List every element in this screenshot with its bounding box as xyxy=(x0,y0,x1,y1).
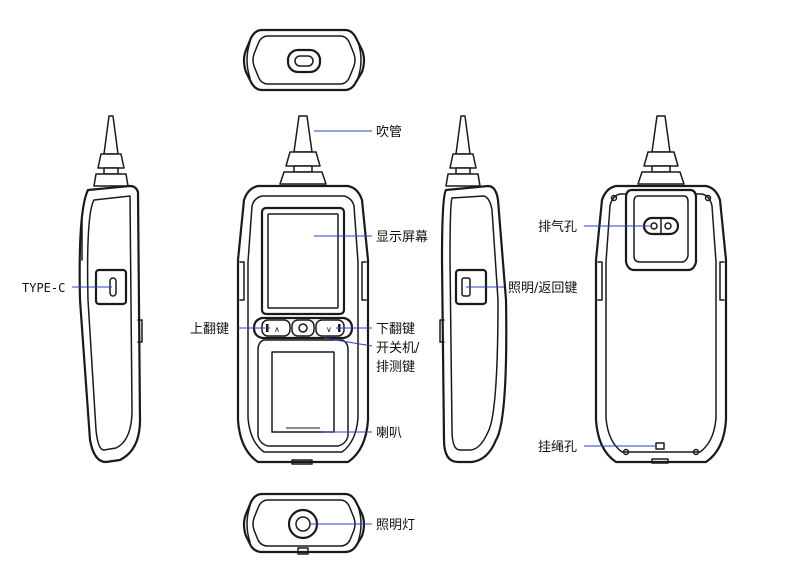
down-key-glyph: ∨ xyxy=(326,325,332,334)
leader-lines xyxy=(72,130,656,525)
label-page-down-key: 下翻键 xyxy=(376,322,415,337)
right-side-view xyxy=(439,115,508,464)
front-view: ∧ ∨ xyxy=(236,115,370,465)
label-light-back-key: 照明/返回键 xyxy=(508,281,577,296)
label-type-c: TYPE-C xyxy=(22,281,65,295)
label-power-key-line2: 排测键 xyxy=(376,360,415,375)
left-side-view xyxy=(78,115,143,464)
top-view xyxy=(242,28,366,92)
label-speaker: 喇叭 xyxy=(376,426,402,441)
label-blow-tube: 吹管 xyxy=(376,125,402,140)
label-light: 照明灯 xyxy=(376,518,415,533)
back-view xyxy=(594,115,728,464)
callout-labels: 吹管 显示屏幕 上翻键 下翻键 开关机/ 排测键 喇叭 TYPE-C 照明/返回… xyxy=(22,125,577,533)
label-exhaust-hole: 排气孔 xyxy=(538,219,577,235)
label-page-up-key: 上翻键 xyxy=(190,322,229,337)
label-display: 显示屏幕 xyxy=(376,230,428,245)
label-lanyard-hole: 挂绳孔 xyxy=(538,440,577,455)
bottom-view xyxy=(242,492,366,555)
up-key-glyph: ∧ xyxy=(274,325,280,334)
label-power-key-line1: 开关机/ xyxy=(376,341,420,356)
